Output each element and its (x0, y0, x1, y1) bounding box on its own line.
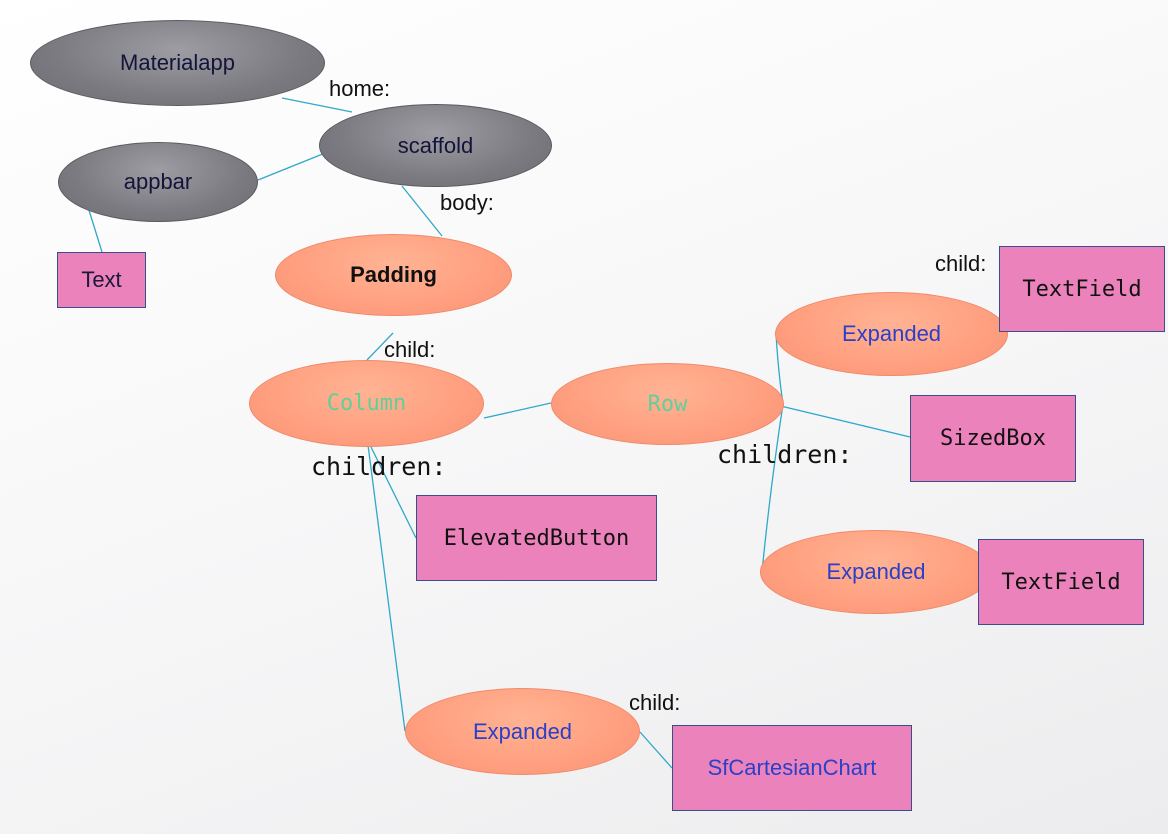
node-materialapp-label: Materialapp (120, 50, 235, 75)
node-column-label: Column (326, 391, 407, 416)
edge-appbar-text (87, 206, 103, 253)
node-textfield-top-label: TextField (1022, 276, 1142, 302)
edge-label-children-column: children: (311, 452, 447, 481)
node-scaffold-label: scaffold (397, 132, 474, 158)
node-text-label: Text (81, 267, 122, 292)
edge-expanded-bottom-chart (639, 731, 673, 769)
edge-scaffold-padding (401, 185, 443, 237)
edge-row-expanded-right (761, 403, 784, 573)
node-sfcartesianchart: SfCartesianChart (672, 725, 912, 811)
node-textfield-right: TextField (978, 539, 1144, 625)
node-row: Row (551, 363, 784, 445)
node-textfield-right-label: TextField (1001, 569, 1121, 595)
edge-label-home: home: (329, 76, 391, 101)
edge-row-sizedbox (767, 402, 911, 438)
node-expanded-top: Expanded (775, 292, 1008, 376)
node-textfield-top: TextField (999, 246, 1165, 332)
edge-padding-column (366, 332, 394, 361)
edge-label-children-row: children: (717, 440, 853, 469)
edge-column-expanded-bottom (367, 444, 406, 732)
node-appbar-label: appbar (123, 169, 193, 194)
edge-label-body: body: (440, 190, 494, 215)
node-elevatedbutton-label: ElevatedButton (443, 525, 630, 551)
node-sizedbox-label: SizedBox (940, 426, 1046, 451)
node-padding-label: Padding (350, 262, 437, 287)
node-padding: Padding (275, 234, 512, 316)
node-expanded-right: Expanded (760, 530, 992, 614)
edge-label-child-expanded-top: child: (935, 251, 987, 276)
node-scaffold: scaffold (319, 104, 552, 187)
edge-label-child-padding: child: (384, 337, 436, 362)
node-elevatedbutton: ElevatedButton (416, 495, 657, 581)
node-column: Column (249, 360, 484, 447)
edge-materialapp-scaffold (281, 97, 353, 113)
node-expanded-top-label: Expanded (841, 321, 942, 346)
node-appbar: appbar (58, 142, 258, 222)
node-expanded-right-label: Expanded (826, 559, 926, 584)
edge-label-child-expanded-bottom: child: (629, 690, 681, 715)
edge-column-elevatedbutton (369, 444, 417, 539)
node-sfcartesianchart-label: SfCartesianChart (707, 755, 877, 780)
node-materialapp: Materialapp (30, 20, 325, 106)
node-text: Text (57, 252, 146, 308)
node-expanded-bottom: Expanded (405, 688, 640, 775)
node-row-label: Row (647, 391, 688, 417)
node-expanded-bottom-label: Expanded (472, 718, 573, 744)
edge-column-row (483, 402, 552, 419)
node-sizedbox: SizedBox (910, 395, 1076, 482)
